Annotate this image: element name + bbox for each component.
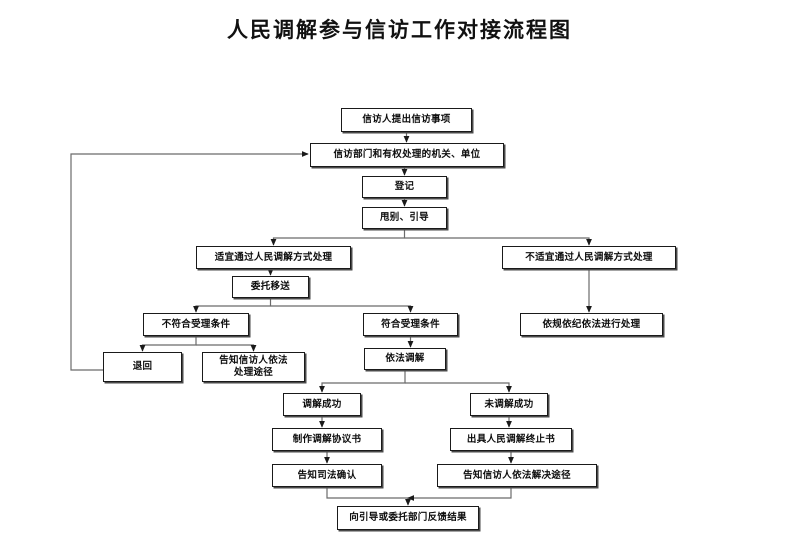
flow-node-n20[interactable]: 向引导或委托部门反馈结果 — [337, 506, 479, 530]
flow-node-n14[interactable]: 调解成功 — [283, 393, 361, 416]
flow-node-n6[interactable]: 不适宜通过人民调解方式处理 — [502, 246, 676, 269]
flow-node-n5[interactable]: 适宜通过人民调解方式处理 — [196, 246, 351, 269]
edge-n8-n12 — [196, 344, 257, 352]
edge-n7-n8 — [193, 298, 272, 313]
edge-n11-n2-feedback — [70, 151, 309, 371]
edge-n4-n5 — [270, 229, 406, 246]
flow-node-n10[interactable]: 依规依纪依法进行处理 — [520, 313, 663, 336]
edge-n18-n20 — [326, 487, 411, 506]
flow-node-n2[interactable]: 信访部门和有权处理的机关、单位 — [310, 143, 504, 167]
flow-node-n19[interactable]: 告知信访人依法解决途径 — [437, 464, 597, 487]
flow-node-n11[interactable]: 退回 — [103, 352, 182, 382]
flow-node-n18[interactable]: 告知司法确认 — [272, 464, 382, 487]
flow-node-n1[interactable]: 信访人提出信访事项 — [341, 108, 472, 132]
flow-node-n12[interactable]: 告知信访人依法 处理途径 — [202, 352, 305, 382]
edge-n4-n6 — [404, 237, 592, 246]
flow-node-n17[interactable]: 出具人民调解终止书 — [450, 428, 572, 451]
flow-node-n16[interactable]: 制作调解协议书 — [272, 428, 382, 451]
edge-n13-n14 — [319, 370, 406, 393]
edge-n8-n11 — [139, 336, 197, 352]
page-title: 人民调解参与信访工作对接流程图 — [227, 17, 572, 42]
flow-node-n15[interactable]: 未调解成功 — [470, 393, 548, 416]
edge-n19-n20 — [407, 487, 512, 501]
flow-node-n3[interactable]: 登记 — [362, 176, 447, 198]
flow-node-n8[interactable]: 不符合受理条件 — [143, 313, 249, 336]
edge-n7-n9 — [270, 305, 414, 313]
edge-n13-n15 — [405, 382, 512, 393]
flow-node-n13[interactable]: 依法调解 — [364, 348, 446, 370]
flow-node-n9[interactable]: 符合受理条件 — [363, 313, 458, 336]
flow-node-n4[interactable]: 甩别、引导 — [362, 207, 447, 229]
flow-node-n7[interactable]: 委托移送 — [232, 276, 309, 298]
